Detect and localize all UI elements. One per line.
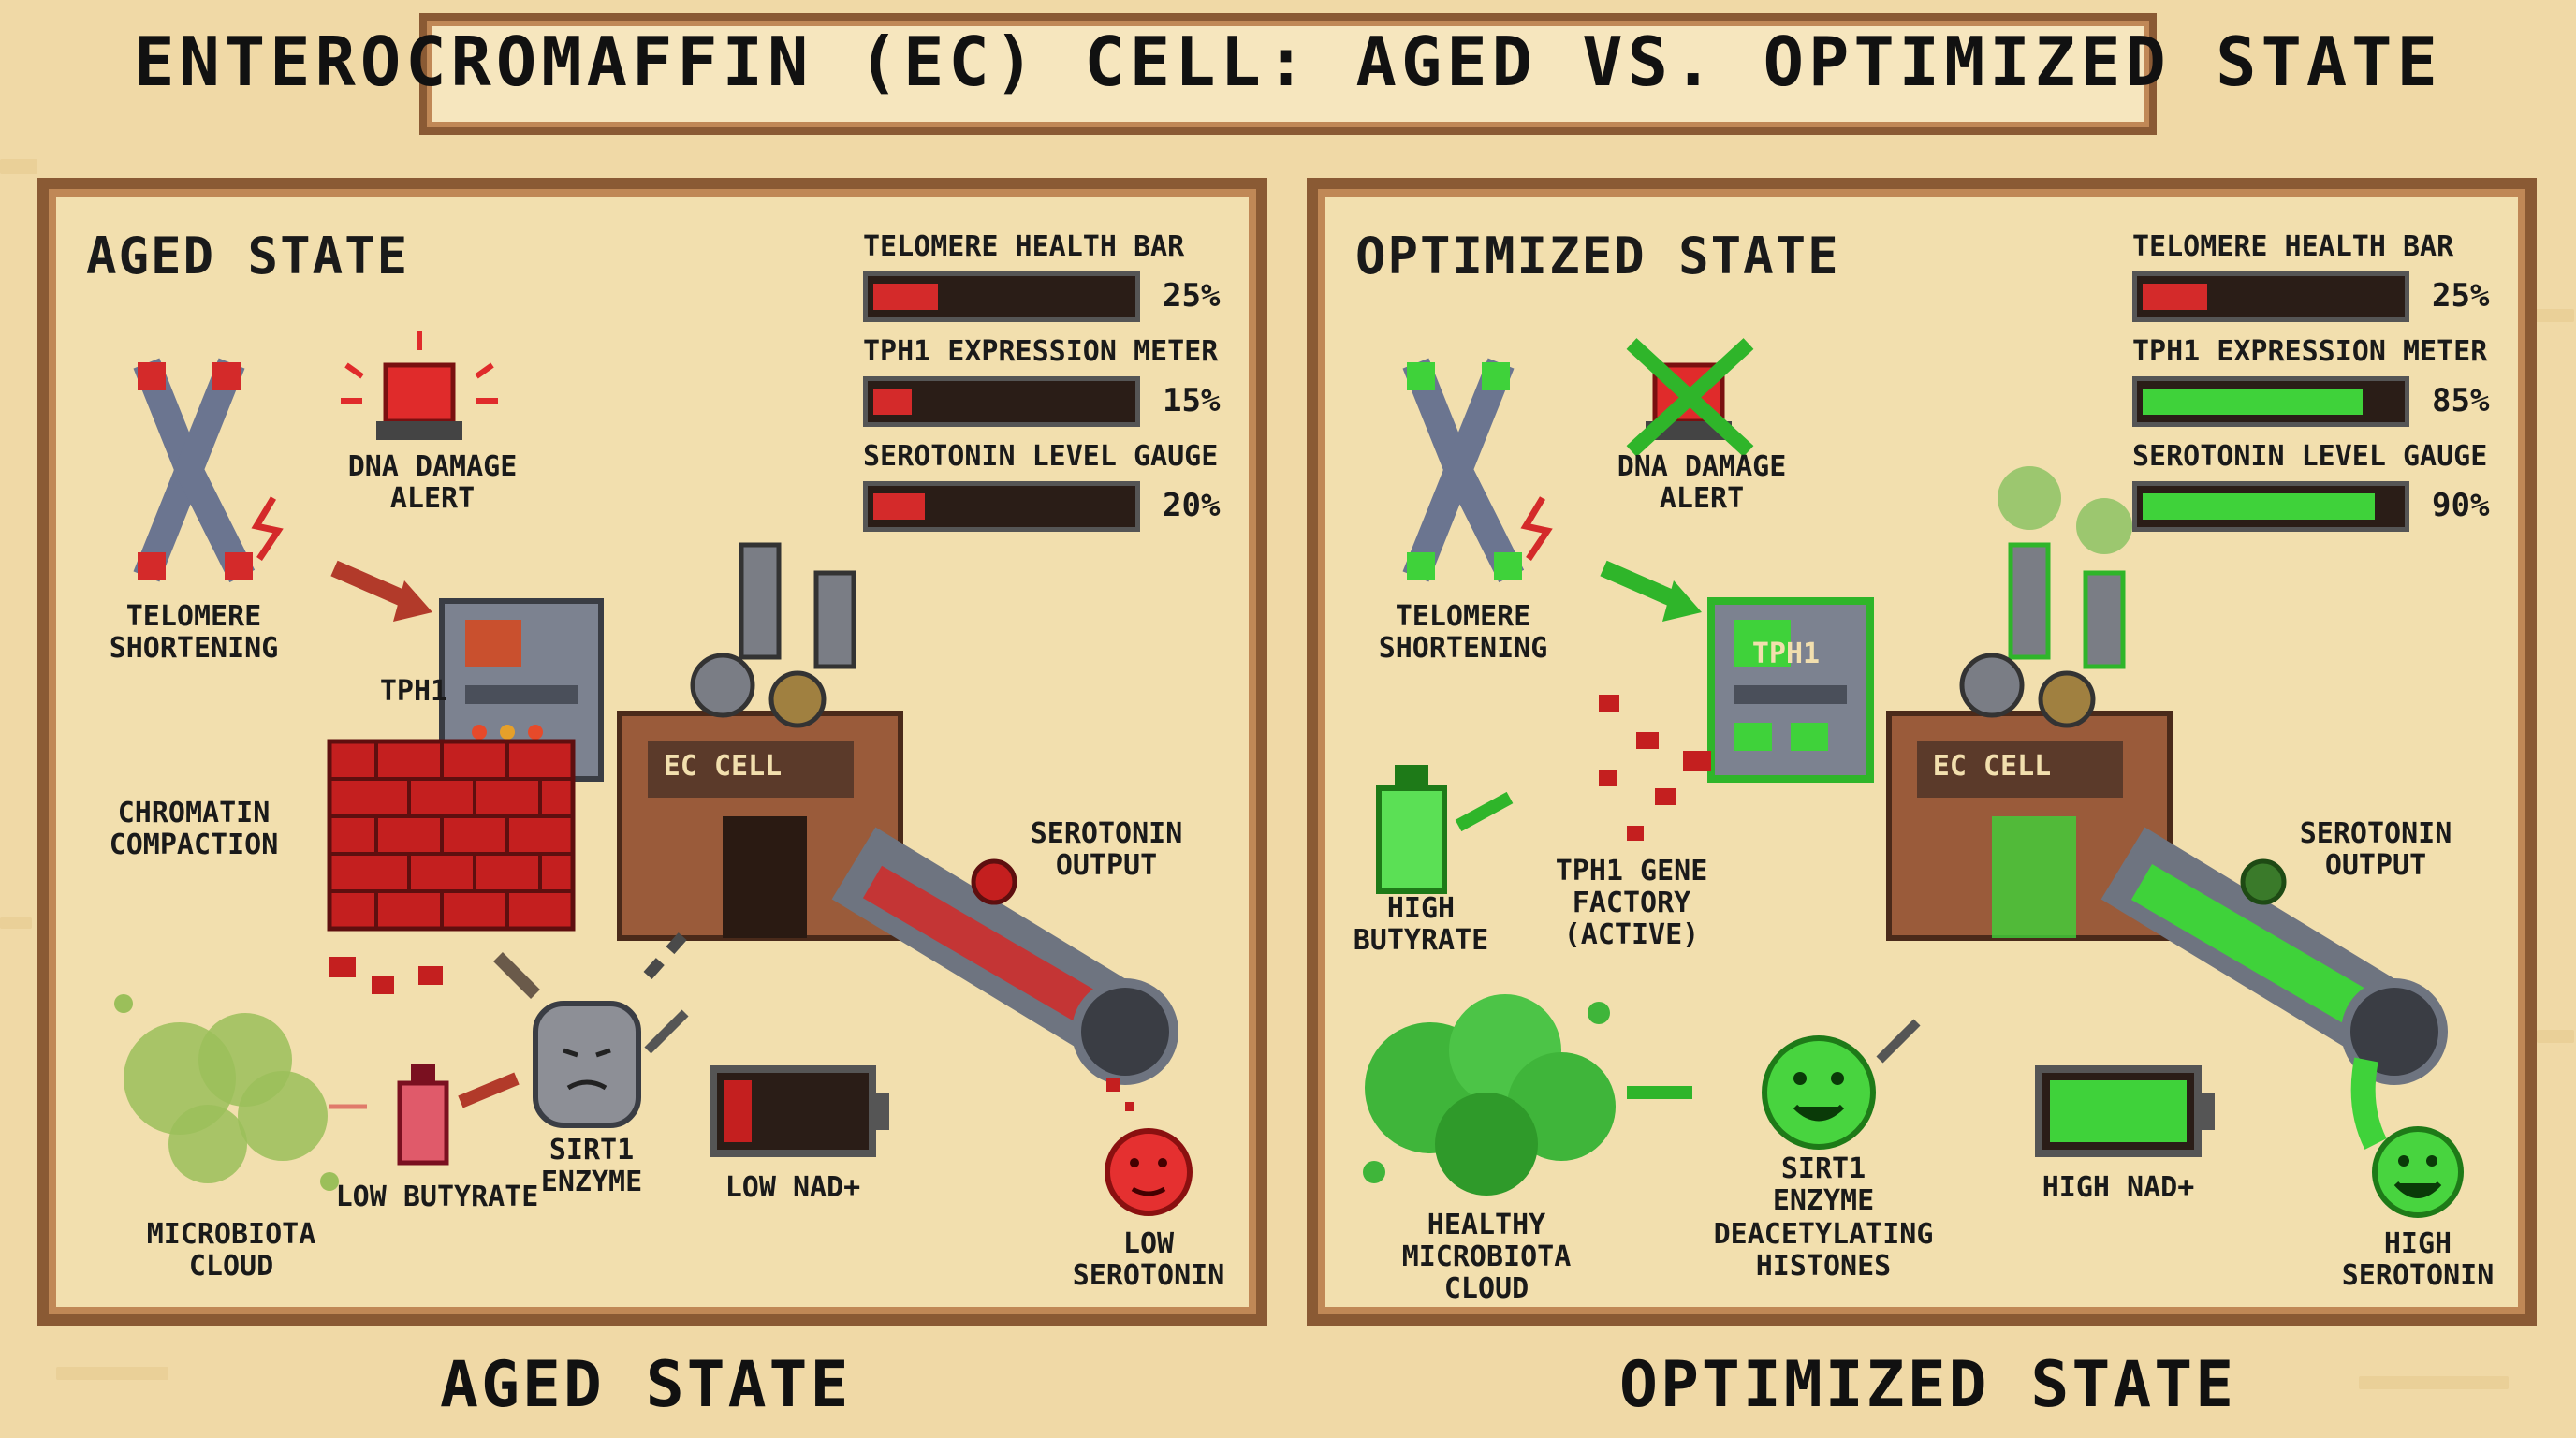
aged-meter-label-telomere: TELOMERE HEALTH BAR bbox=[863, 230, 1185, 263]
aged-label-chromatin: CHROMATIN COMPACTION bbox=[109, 797, 279, 861]
optimized-meter-label-serotonin: SEROTONIN LEVEL GAUGE bbox=[2132, 440, 2488, 473]
optimized-panel: OPTIMIZED STATE TELOMERE HEALTH BAR 25% … bbox=[1307, 178, 2537, 1326]
arrow-icon bbox=[493, 952, 540, 999]
broken-bricks-icon bbox=[1599, 695, 1711, 841]
aged-label-dna-damage: DNA DAMAGE ALERT bbox=[347, 450, 518, 515]
chromosome-icon bbox=[1402, 358, 1553, 583]
optimized-label-dna-damage: DNA DAMAGE ALERT bbox=[1617, 450, 1787, 515]
optimized-telomere-meter bbox=[2132, 271, 2409, 322]
tph1-machine-icon bbox=[1707, 597, 1874, 783]
battery-icon bbox=[710, 1065, 889, 1157]
aged-label-ec-cell: EC CELL bbox=[663, 750, 783, 783]
aged-meter-value-telomere: 25% bbox=[1163, 277, 1221, 315]
aged-label-sirt1: SIRT1 ENZYME bbox=[540, 1134, 643, 1198]
arrow-icon bbox=[1600, 560, 1682, 609]
aged-label-serotonin: LOW SEROTONIN bbox=[1072, 1227, 1225, 1292]
cloud-icon bbox=[1363, 994, 1616, 1196]
bottom-label-optimized: OPTIMIZED STATE bbox=[1619, 1348, 2237, 1422]
aged-meter-value-tph1: 15% bbox=[1163, 382, 1221, 419]
aged-label-tph1: TPH1 bbox=[379, 675, 448, 708]
bottle-icon bbox=[397, 1064, 449, 1166]
optimized-meter-value-tph1: 85% bbox=[2432, 382, 2490, 419]
bottle-icon bbox=[1376, 765, 1447, 894]
title-banner bbox=[419, 13, 2157, 135]
enzyme-robot-icon bbox=[1762, 1019, 1921, 1150]
optimized-label-gene-factory: TPH1 GENE FACTORY (ACTIVE) bbox=[1555, 855, 1708, 951]
optimized-serotonin-meter bbox=[2132, 481, 2409, 532]
battery-icon bbox=[2035, 1065, 2215, 1157]
optimized-tph1-meter bbox=[2132, 376, 2409, 427]
aged-meter-value-serotonin: 20% bbox=[1163, 487, 1221, 524]
bottom-label-aged: AGED STATE bbox=[440, 1348, 852, 1422]
aged-meter-label-serotonin: SEROTONIN LEVEL GAUGE bbox=[863, 440, 1219, 473]
aged-panel-title: AGED STATE bbox=[86, 227, 410, 286]
optimized-label-serotonin: HIGH SEROTONIN bbox=[2341, 1227, 2495, 1292]
aged-label-microbiota: MICROBIOTA CLOUD bbox=[146, 1218, 316, 1283]
alarm-icon bbox=[341, 331, 498, 440]
optimized-meter-value-telomere: 25% bbox=[2432, 277, 2490, 315]
pipe-icon bbox=[831, 827, 1178, 1111]
optimized-label-serotonin-output: SEROTONIN OUTPUT bbox=[2299, 817, 2452, 882]
optimized-panel-title: OPTIMIZED STATE bbox=[1355, 227, 1840, 286]
optimized-label-sirt1: SIRT1 ENZYME bbox=[1772, 1152, 1875, 1217]
aged-meter-label-tph1: TPH1 EXPRESSION METER bbox=[863, 335, 1219, 368]
chromosome-icon bbox=[133, 358, 284, 583]
aged-illustration bbox=[114, 331, 1193, 1216]
optimized-label-microbiota: HEALTHY MICROBIOTA CLOUD bbox=[1401, 1209, 1572, 1305]
aged-panel: AGED STATE TELOMERE HEALTH BAR 25% TPH1 … bbox=[37, 178, 1267, 1326]
optimized-meter-value-serotonin: 90% bbox=[2432, 487, 2490, 524]
optimized-illustration bbox=[1363, 338, 2464, 1218]
optimized-meter-label-telomere: TELOMERE HEALTH BAR bbox=[2132, 230, 2454, 263]
arrow-icon bbox=[330, 560, 413, 609]
cloud-icon bbox=[114, 994, 339, 1191]
aged-tph1-meter bbox=[863, 376, 1140, 427]
optimized-meter-label-tph1: TPH1 EXPRESSION METER bbox=[2132, 335, 2488, 368]
arrow-icon bbox=[1455, 791, 1514, 832]
enzyme-robot-icon bbox=[533, 1001, 689, 1128]
aged-label-nad: LOW NAD+ bbox=[724, 1171, 861, 1204]
smiley-icon bbox=[2372, 1126, 2464, 1218]
optimized-label-telomere: TELOMERE SHORTENING bbox=[1378, 600, 1548, 665]
aged-serotonin-meter bbox=[863, 481, 1140, 532]
optimized-label-ec-cell: EC CELL bbox=[1932, 750, 2052, 783]
brick-wall-icon bbox=[327, 739, 576, 994]
optimized-label-deacetylating: DEACETYLATING HISTONES bbox=[1713, 1218, 1934, 1283]
optimized-label-butyrate: HIGH BUTYRATE bbox=[1353, 892, 1489, 957]
aged-label-telomere: TELOMERE SHORTENING bbox=[109, 600, 279, 665]
optimized-label-tph1: TPH1 bbox=[1751, 638, 1821, 670]
aged-telomere-meter bbox=[863, 271, 1140, 322]
page-title: ENTEROCROMAFFIN (EC) CELL: AGED VS. OPTI… bbox=[134, 22, 2442, 101]
smiley-icon bbox=[1105, 1128, 1193, 1216]
arrow-icon bbox=[458, 1072, 520, 1108]
aged-label-serotonin-output: SEROTONIN OUTPUT bbox=[1030, 817, 1183, 882]
alarm-off-icon bbox=[1626, 338, 1754, 457]
pipe-icon bbox=[2100, 827, 2448, 1150]
optimized-label-nad: HIGH NAD+ bbox=[2042, 1171, 2195, 1204]
aged-label-butyrate: LOW BUTYRATE bbox=[335, 1181, 539, 1213]
